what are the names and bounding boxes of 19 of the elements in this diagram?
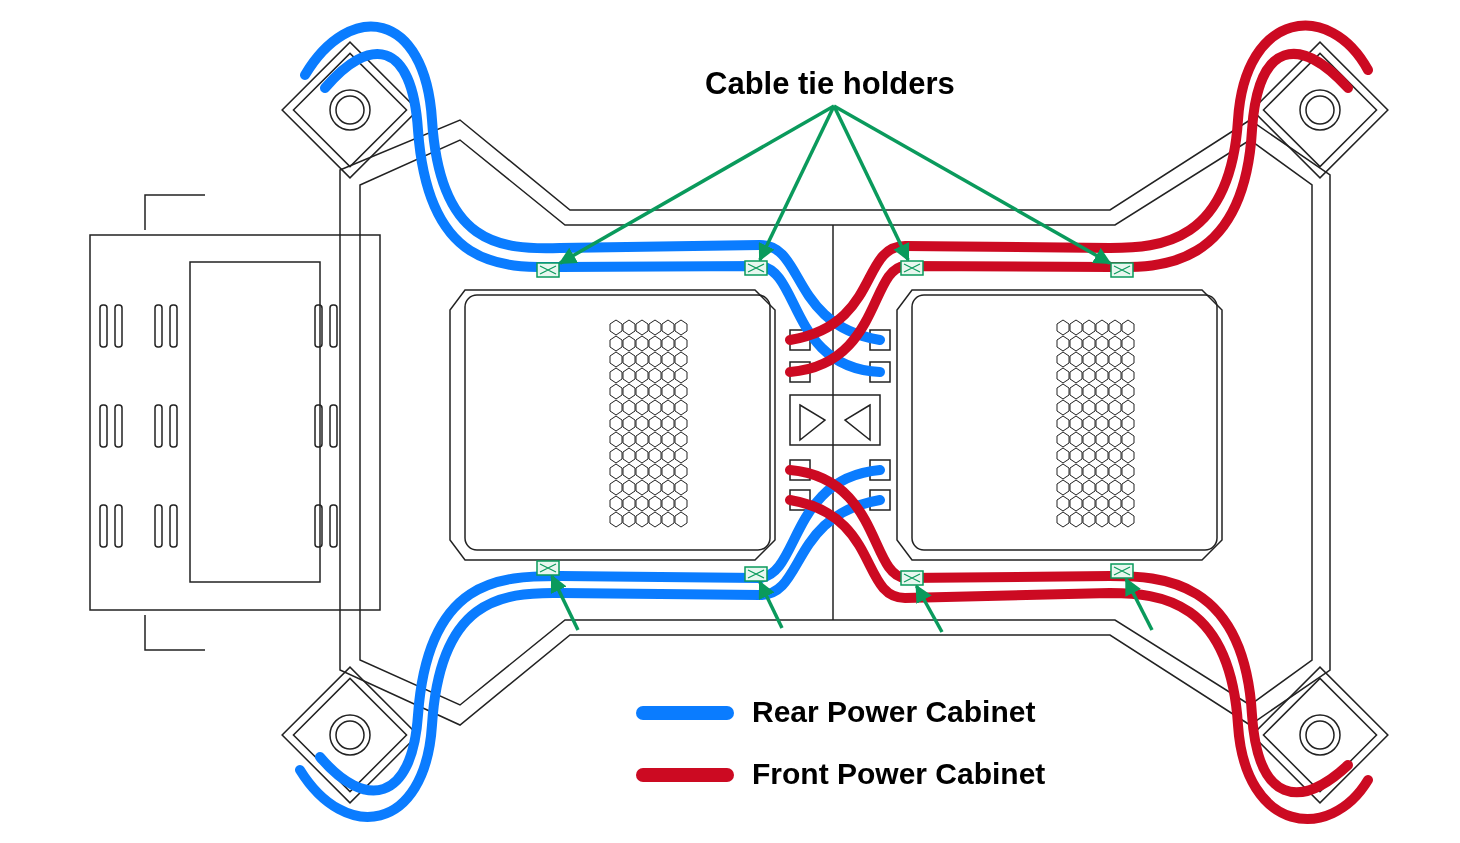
arrow (1124, 577, 1154, 631)
cable-tie-holder-icon (1110, 262, 1134, 278)
cable-tie-holder-icon (900, 260, 924, 276)
cable-tie-holder-icon (1110, 563, 1134, 579)
legend-label: Front Power Cabinet (752, 757, 1046, 791)
cable-tie-holder-icon (744, 566, 768, 582)
cable-tie-holder-icon (900, 570, 924, 586)
leader-line (832, 105, 910, 262)
cable-tie-holder-icon (536, 262, 560, 278)
arrow (758, 580, 784, 629)
arrow (914, 584, 944, 633)
cable-tie-holder-icon (744, 260, 768, 276)
cable-tie-holder-icon (536, 560, 560, 576)
arrow (550, 574, 580, 631)
leader-line (833, 104, 1112, 265)
leader-line (758, 105, 836, 262)
leader-line (558, 104, 835, 265)
callout-label: Cable tie holders (705, 66, 963, 106)
legend-label: Rear Power Cabinet (752, 695, 1036, 729)
